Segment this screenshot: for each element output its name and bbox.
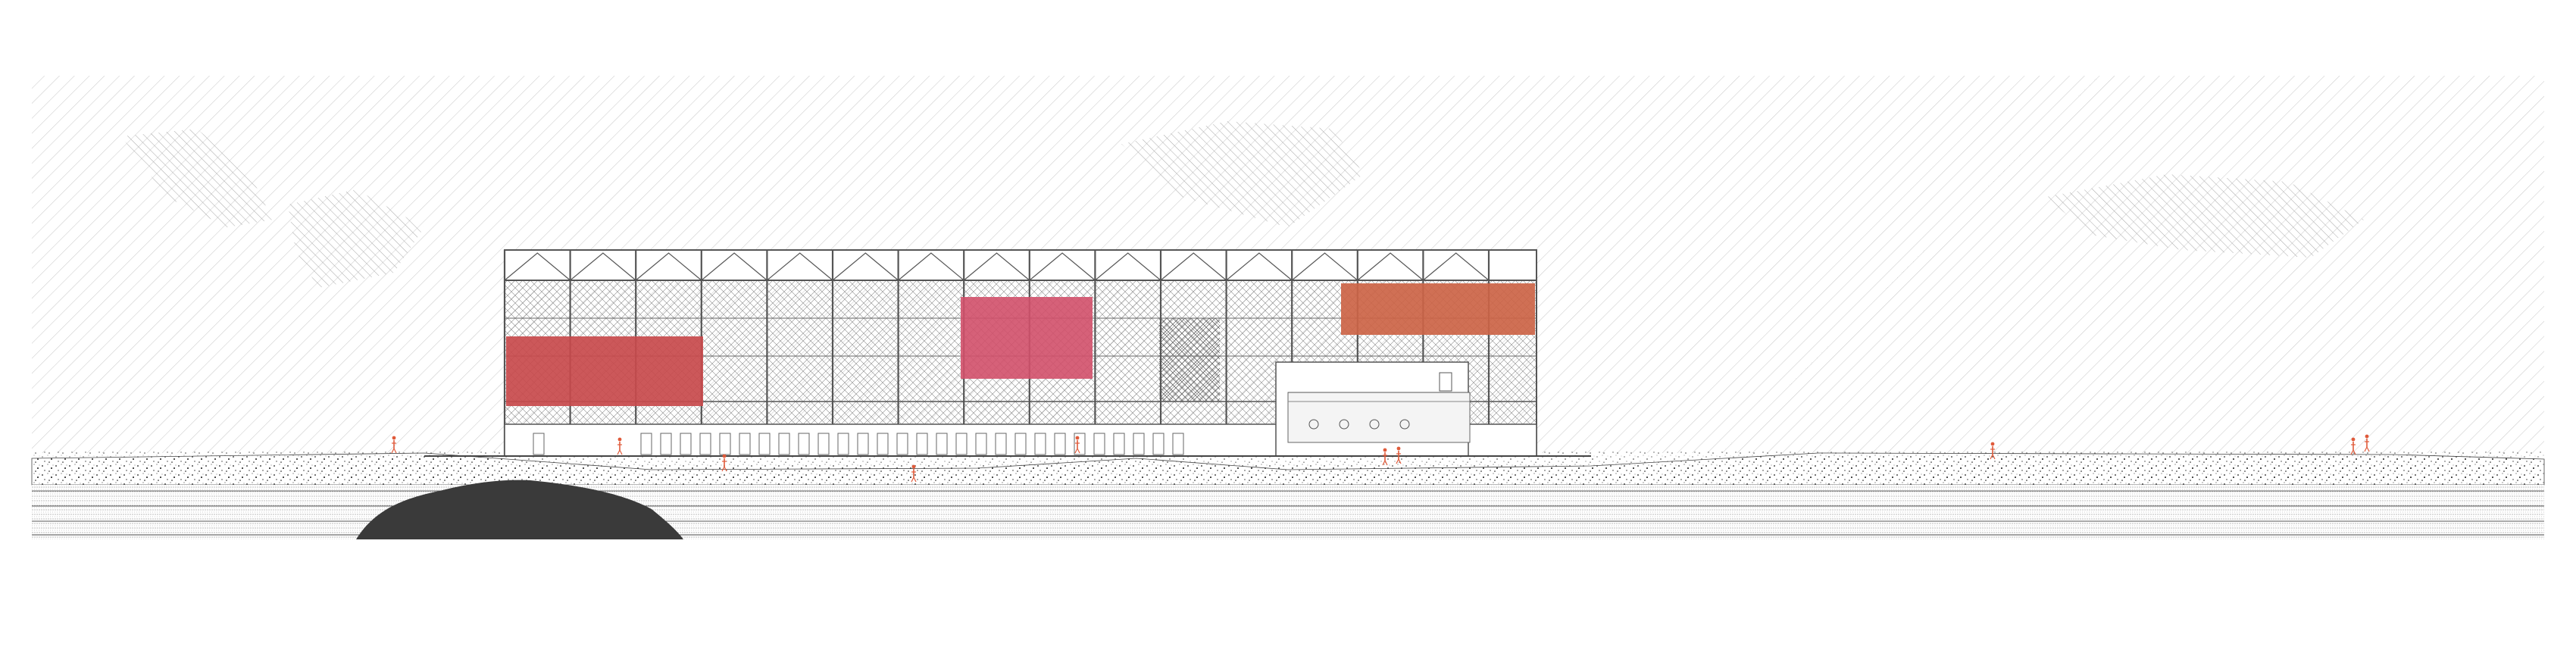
truss bbox=[1095, 252, 1161, 281]
building-elevation bbox=[424, 249, 1591, 457]
door bbox=[936, 433, 948, 455]
door bbox=[533, 433, 545, 455]
person-figure bbox=[1074, 436, 1080, 454]
door bbox=[739, 433, 751, 455]
door bbox=[1093, 433, 1105, 455]
door bbox=[896, 433, 908, 455]
person-figure bbox=[617, 437, 623, 455]
truss bbox=[1226, 252, 1293, 281]
door bbox=[778, 433, 790, 455]
truss bbox=[701, 252, 767, 281]
truss bbox=[635, 252, 702, 281]
roof-trusses bbox=[504, 252, 1490, 281]
truss bbox=[1357, 252, 1424, 281]
truss bbox=[504, 252, 571, 281]
person-figure bbox=[2364, 434, 2370, 452]
door bbox=[837, 433, 849, 455]
door bbox=[877, 433, 889, 455]
person-figure bbox=[2350, 437, 2356, 455]
truss bbox=[767, 252, 833, 281]
door bbox=[1172, 433, 1184, 455]
person-figure bbox=[911, 464, 917, 483]
door bbox=[680, 433, 692, 455]
person-figure bbox=[391, 436, 397, 454]
door bbox=[758, 433, 771, 455]
truss bbox=[1291, 252, 1358, 281]
door bbox=[1113, 433, 1125, 455]
person-figure bbox=[1990, 442, 1996, 460]
human-figures bbox=[391, 434, 2370, 483]
red-panel-left bbox=[506, 336, 703, 406]
landscape bbox=[31, 452, 2545, 539]
truss bbox=[963, 252, 1030, 281]
door bbox=[857, 433, 869, 455]
orange-panel-right bbox=[1341, 283, 1535, 335]
person-figure bbox=[1382, 448, 1388, 466]
truss bbox=[1160, 252, 1227, 281]
door bbox=[699, 433, 711, 455]
door bbox=[955, 433, 968, 455]
truss bbox=[832, 252, 899, 281]
person-figure bbox=[721, 454, 727, 472]
truss bbox=[570, 252, 636, 281]
door bbox=[660, 433, 672, 455]
door bbox=[916, 433, 928, 455]
door bbox=[640, 433, 652, 455]
door bbox=[798, 433, 810, 455]
door bbox=[1152, 433, 1165, 455]
door bbox=[818, 433, 830, 455]
door bbox=[1133, 433, 1145, 455]
truss bbox=[1423, 252, 1490, 281]
door bbox=[995, 433, 1007, 455]
dark-mound bbox=[356, 480, 683, 539]
door bbox=[1054, 433, 1066, 455]
door bbox=[1014, 433, 1027, 455]
ground-floor-doors bbox=[533, 433, 1184, 455]
door bbox=[1034, 433, 1046, 455]
truss bbox=[1029, 252, 1096, 281]
pink-panel-center bbox=[961, 297, 1093, 379]
door bbox=[1074, 433, 1086, 455]
person-figure bbox=[1396, 446, 1402, 464]
truss bbox=[898, 252, 964, 281]
door bbox=[975, 433, 987, 455]
